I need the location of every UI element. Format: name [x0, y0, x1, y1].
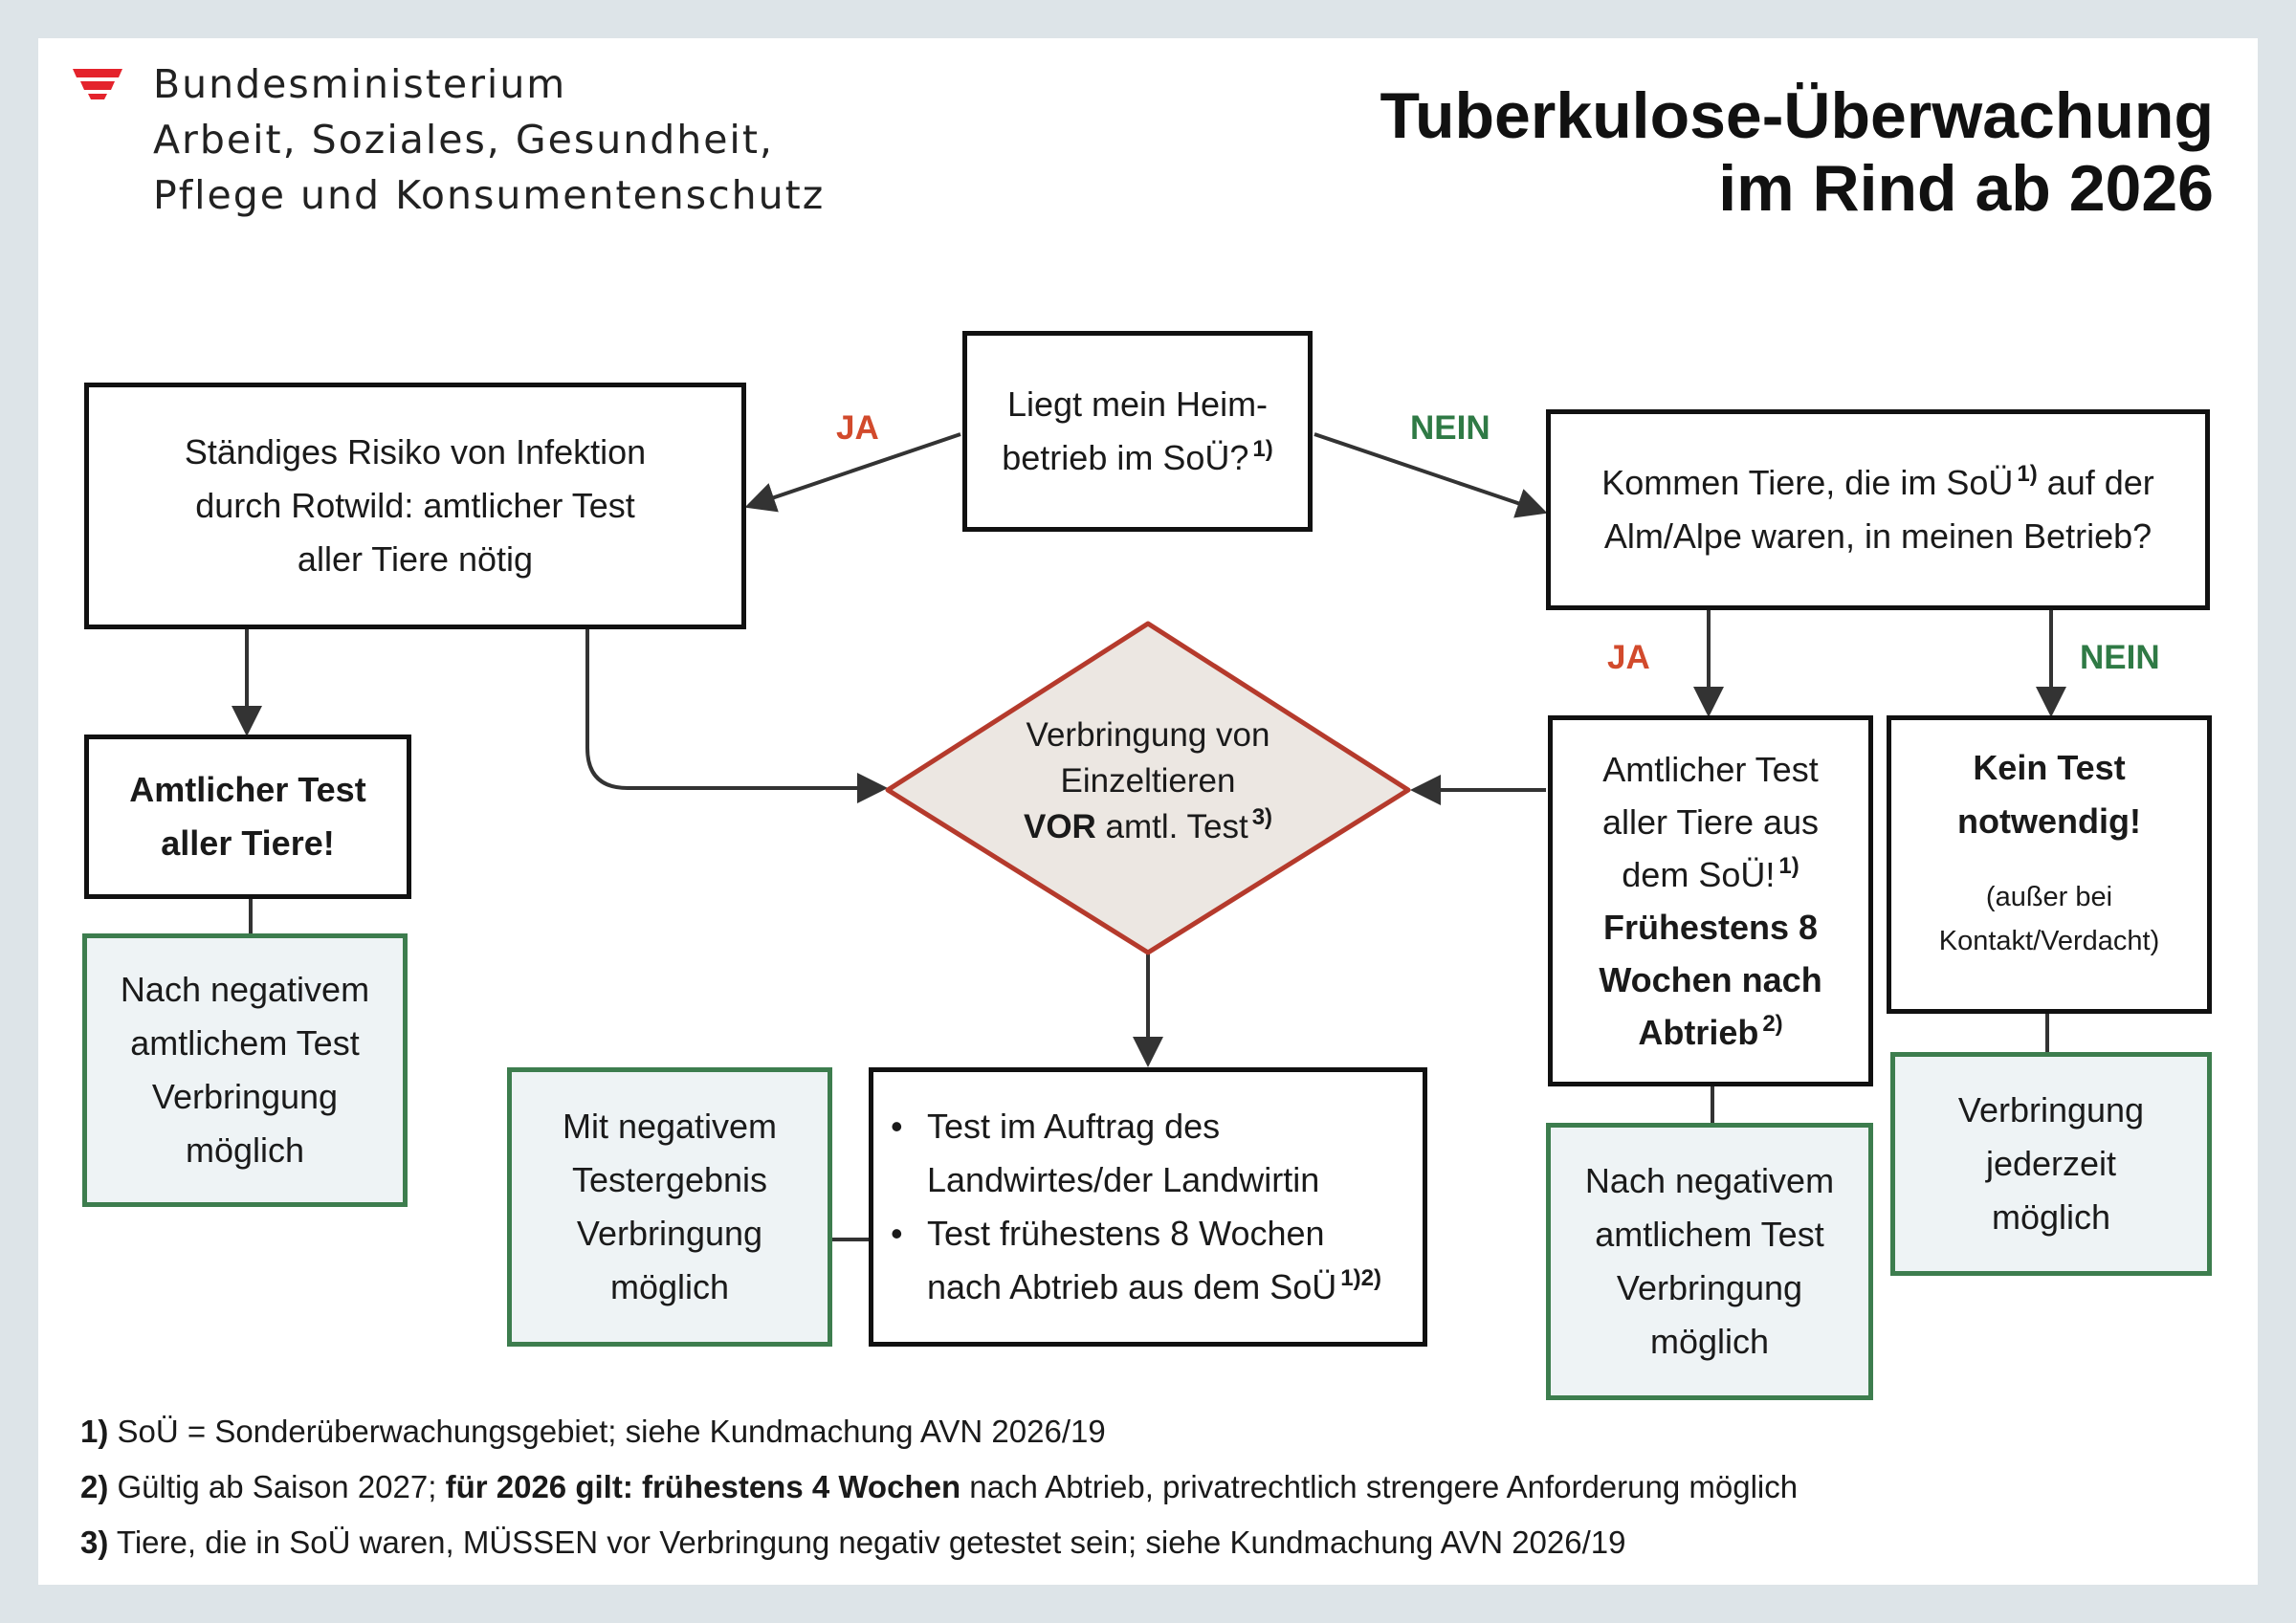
negative-result-line-1: Mit negativem — [562, 1107, 778, 1146]
footnote-1-num: 1) — [80, 1414, 109, 1449]
label-ja-right: JA — [1607, 639, 1650, 676]
footnote-3: 3) Tiere, die in SoÜ waren, MÜSSEN vor V… — [80, 1524, 1626, 1561]
farmer-test-list: Test im Auftrag des Landwirtes/der Landw… — [873, 1100, 1381, 1314]
footnote-ref-1: 1) — [1252, 436, 1273, 462]
anytime-line-2: jederzeit — [1985, 1144, 2117, 1183]
risk-line-1: Ständiges Risiko von Infektion — [184, 432, 647, 472]
farmer-test-item-2: Test frühestens 8 Wochen nach Abtrieb au… — [873, 1207, 1381, 1314]
after-negative-right-line-3: Verbringung — [1616, 1268, 1803, 1307]
footnote-3-text: Tiere, die in SoÜ waren, MÜSSEN vor Verb… — [108, 1524, 1626, 1560]
diamond-line-2: Einzeltieren — [1060, 762, 1236, 800]
farmer-test-item-2-line-2: nach Abtrieb aus dem SoÜ — [927, 1267, 1337, 1306]
question-alm-line-2: Alm/Alpe waren, in meinen Betrieb? — [1603, 516, 2152, 556]
risk-line-2: durch Rotwild: amtlicher Test — [195, 486, 635, 525]
footnote-1: 1) SoÜ = Sonderüberwachungsgebiet; siehe… — [80, 1414, 1106, 1450]
after-negative-left-line-3: Verbringung — [151, 1077, 339, 1116]
after-negative-left-box: Nach negativem amtlichem Test Verbringun… — [82, 933, 408, 1207]
official-test-line-2: aller Tiere! — [161, 823, 335, 863]
ministry-line-1: Bundesministerium — [153, 61, 567, 107]
footnote-ref-2: 2) — [1762, 1011, 1783, 1037]
no-test-note-1: (außer bei — [1985, 882, 2113, 912]
question-home-line-2-wrap: betrieb im SoÜ?1) — [1002, 431, 1272, 485]
page-title-line-1: Tuberkulose-Überwachung — [1380, 79, 2214, 152]
diamond-line-3-rest: amtl. Test — [1095, 808, 1248, 845]
footnote-2-text-c: nach Abtrieb, privatrechtlich strengere … — [960, 1469, 1799, 1504]
ministry-line-3: Pflege und Konsumentenschutz — [153, 172, 826, 218]
after-negative-right-box: Nach negativem amtlichem Test Verbringun… — [1546, 1123, 1873, 1400]
decision-diamond — [885, 621, 1411, 955]
sou-test-line-3-wrap: dem SoÜ!1) — [1622, 848, 1799, 901]
footnote-ref-3: 3) — [1251, 804, 1273, 830]
official-test-all-box: Amtlicher Test aller Tiere! — [84, 735, 411, 899]
farmer-test-item-1-line-1: Test im Auftrag des — [927, 1107, 1221, 1146]
diamond-vor: VOR — [1023, 808, 1096, 845]
farmer-test-box: Test im Auftrag des Landwirtes/der Landw… — [869, 1067, 1427, 1347]
footnote-1-text: SoÜ = Sonderüberwachungsgebiet; siehe Ku… — [108, 1414, 1106, 1449]
footnote-2-num: 2) — [80, 1469, 109, 1504]
question-alm-line-1: Kommen Tiere, die im SoÜ — [1601, 463, 2014, 502]
footnote-ref-1: 1) — [1778, 853, 1799, 879]
question-alm-line-1-end: auf der — [2037, 463, 2154, 502]
no-test-bold-1: Kein Test — [1973, 748, 2126, 787]
diamond-line-1: Verbringung von — [1026, 716, 1270, 754]
footnote-ref-1: 1) — [2017, 461, 2038, 487]
official-test-line-1: Amtlicher Test — [129, 770, 366, 809]
sou-test-line-1: Amtlicher Test — [1602, 750, 1819, 789]
negative-result-line-4: möglich — [609, 1267, 730, 1306]
footnote-2-text-a: Gültig ab Saison 2027; — [108, 1469, 446, 1504]
ministry-line-2: Arbeit, Soziales, Gesundheit, — [153, 117, 774, 163]
question-home-line-2: betrieb im SoÜ? — [1002, 438, 1249, 477]
footnote-3-num: 3) — [80, 1524, 109, 1560]
farmer-test-item-1: Test im Auftrag des Landwirtes/der Landw… — [873, 1100, 1381, 1207]
arrow-ja-left — [744, 432, 961, 513]
anytime-box: Verbringung jederzeit möglich — [1890, 1052, 2212, 1276]
arrow-risk-to-diamond — [585, 629, 888, 803]
after-negative-right-line-4: möglich — [1649, 1322, 1770, 1361]
footnote-ref-1-2: 1)2) — [1340, 1265, 1381, 1291]
farmer-test-item-2-line-1: Test frühestens 8 Wochen — [927, 1214, 1325, 1253]
after-negative-right-line-2: amtlichem Test — [1595, 1215, 1824, 1254]
page-title-line-2: im Rind ab 2026 — [1718, 152, 2214, 225]
sou-test-bold-1: Frühestens 8 — [1602, 908, 1819, 947]
arrow-nein-right — [1314, 432, 1548, 518]
no-test-box: Kein Test notwendig! (außer bei Kontakt/… — [1887, 715, 2212, 1014]
official-test-sou-box: Amtlicher Test aller Tiere aus dem SoÜ!1… — [1548, 715, 1873, 1086]
austria-flag-logo — [73, 69, 122, 99]
sou-test-bold-2: Wochen nach — [1599, 960, 1822, 999]
anytime-line-1: Verbringung — [1957, 1090, 2145, 1130]
farmer-test-item-1-line-2: Landwirtes/der Landwirtin — [927, 1160, 1320, 1199]
label-nein-top: NEIN — [1410, 409, 1490, 447]
risk-rotwild-box: Ständiges Risiko von Infektion durch Rot… — [84, 383, 746, 629]
footnote-2-text-bold: für 2026 gilt: frühestens 4 Wochen — [445, 1469, 961, 1504]
after-negative-left-line-1: Nach negativem — [120, 970, 370, 1009]
negative-result-line-3: Verbringung — [576, 1214, 763, 1253]
sou-test-line-2: aller Tiere aus — [1601, 802, 1820, 842]
label-nein-right: NEIN — [2080, 639, 2160, 676]
sou-test-bold-3: Abtrieb — [1638, 1013, 1759, 1052]
negative-result-box: Mit negativem Testergebnis Verbringung m… — [507, 1067, 832, 1347]
after-negative-left-line-4: möglich — [185, 1130, 305, 1170]
no-test-bold-2: notwendig! — [1957, 801, 2141, 841]
negative-result-line-2: Testergebnis — [571, 1160, 768, 1199]
footnote-2: 2) Gültig ab Saison 2027; für 2026 gilt:… — [80, 1469, 1798, 1505]
risk-line-3: aller Tiere nötig — [297, 539, 534, 579]
after-negative-left-line-2: amtlichem Test — [130, 1023, 360, 1063]
sou-test-line-3: dem SoÜ! — [1622, 855, 1776, 894]
question-home-line-1: Liegt mein Heim- — [1006, 384, 1269, 424]
anytime-line-3: möglich — [1991, 1197, 2111, 1237]
question-home-farm: Liegt mein Heim- betrieb im SoÜ?1) — [962, 331, 1313, 532]
after-negative-right-line-1: Nach negativem — [1584, 1161, 1835, 1200]
label-ja-left: JA — [836, 409, 879, 447]
decision-diamond-text: Verbringung von Einzeltieren VOR amtl. T… — [1014, 713, 1282, 850]
no-test-note-2: Kontakt/Verdacht) — [1938, 926, 2160, 956]
